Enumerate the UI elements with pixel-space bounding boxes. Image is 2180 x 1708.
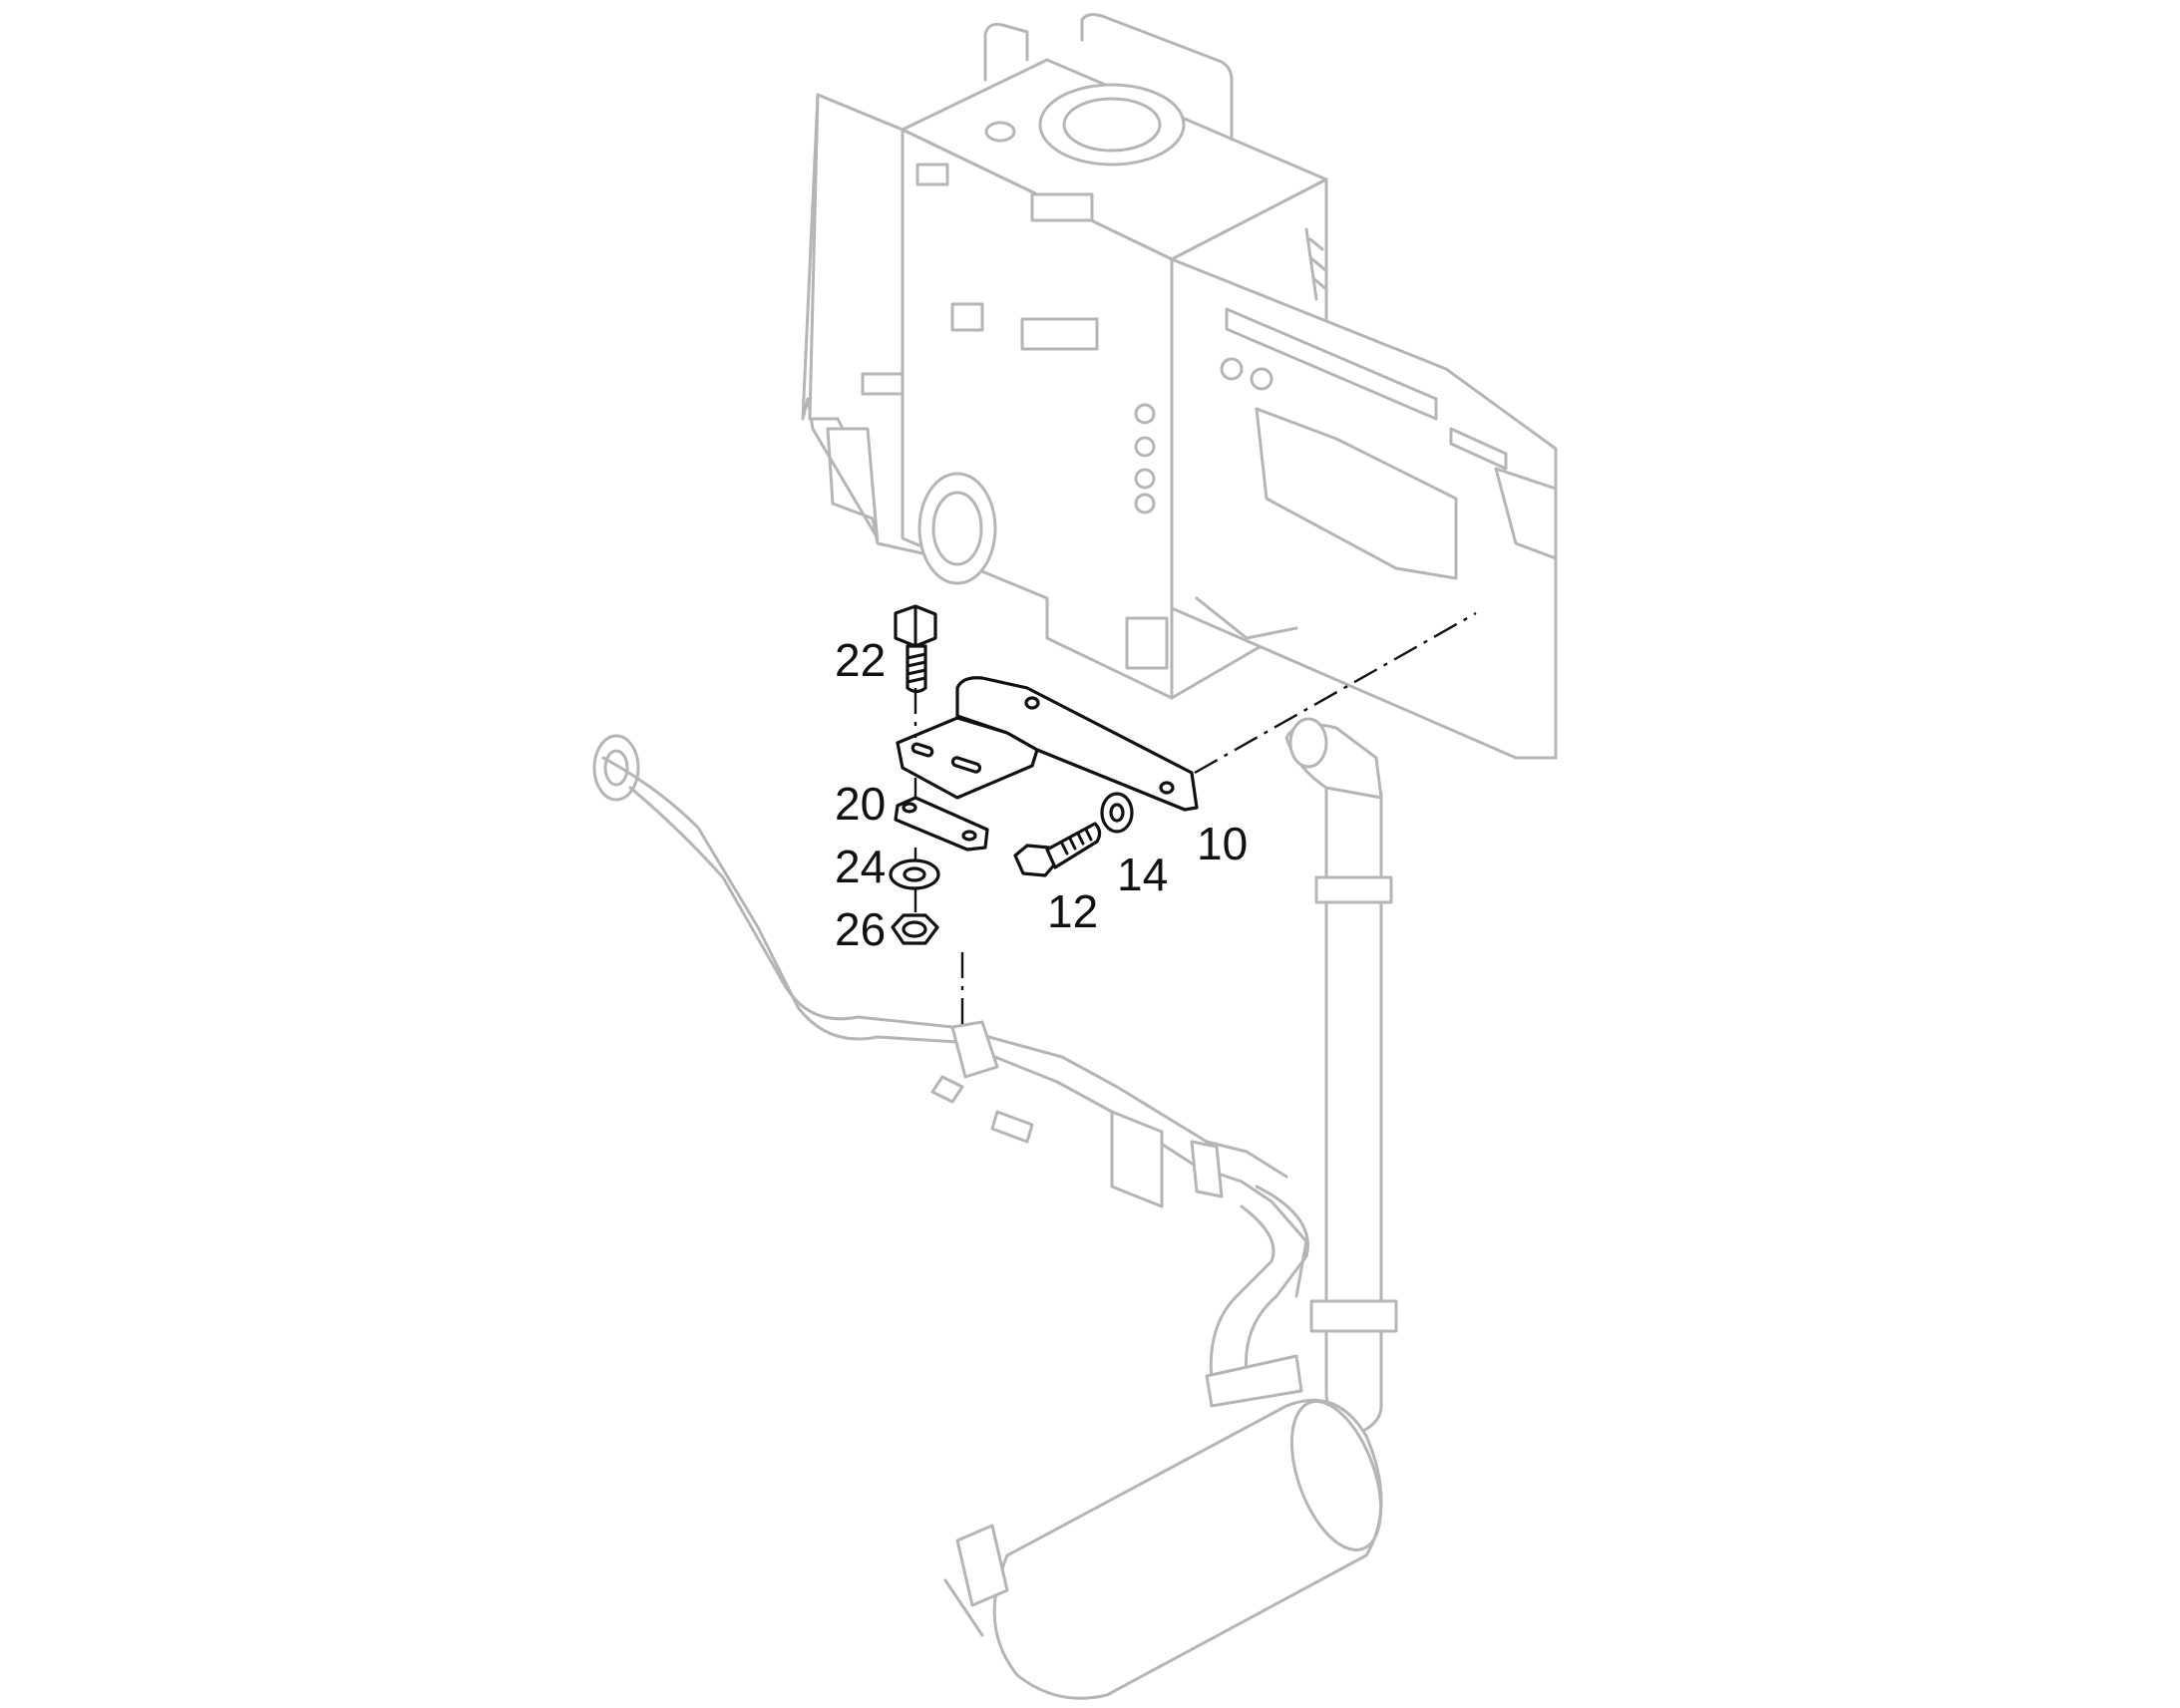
pipe-clamp-1	[950, 1020, 999, 1079]
pipe-clamp-2	[1190, 1140, 1224, 1198]
callout-10: 10	[1197, 818, 1248, 869]
pipe-flange	[1110, 1110, 1164, 1208]
assembly-center-lines	[913, 611, 1477, 1027]
callout-14: 14	[1117, 849, 1168, 900]
callout-labels: 22 20 24 26 12 14 10	[835, 634, 1248, 955]
callout-22: 22	[835, 634, 886, 686]
lower-port	[917, 472, 997, 585]
callout-26: 26	[835, 903, 886, 955]
exhaust-mount-bracket-kit	[889, 604, 1199, 945]
tailpipe-clamp-upper	[1314, 875, 1393, 904]
tailpipe-clamp-lower	[1309, 1299, 1398, 1333]
inlet-pipe	[601, 756, 1308, 1298]
inlet-flange	[592, 734, 640, 802]
elbow-pipe	[1244, 1185, 1309, 1378]
filler-neck	[1038, 83, 1186, 167]
muffler-bracket	[955, 1524, 1009, 1607]
exhaust-system	[592, 717, 1398, 1700]
frame-and-tank-assembly	[801, 13, 1558, 760]
callout-20: 20	[835, 778, 886, 830]
muffler	[992, 1398, 1383, 1700]
lift-handle-left	[983, 23, 1029, 82]
lift-handle-right	[1080, 13, 1234, 142]
pipe-clamp-3	[1205, 1354, 1303, 1408]
callout-12: 12	[1047, 885, 1098, 937]
callout-24: 24	[835, 841, 886, 892]
rail-cutout	[1255, 407, 1458, 580]
